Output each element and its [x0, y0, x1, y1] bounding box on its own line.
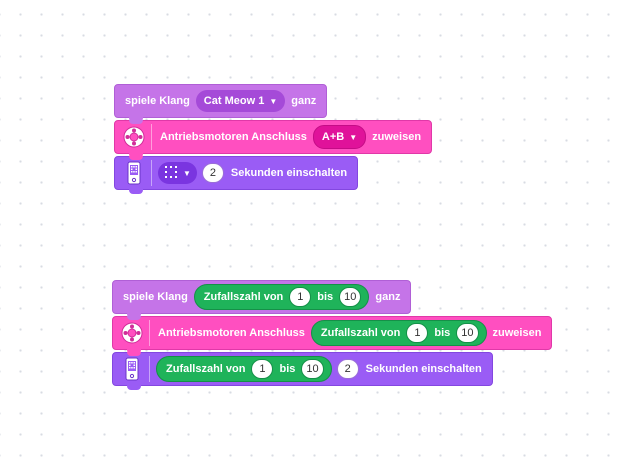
random-to-label: bis: [434, 327, 451, 339]
drive-motor-icon: [121, 124, 152, 150]
play-sound-block[interactable]: spiele Klang Zufallszahl von 1 bis 10 ga…: [112, 280, 412, 318]
random-to-label: bis: [279, 363, 296, 375]
play-sound-label: spiele Klang: [125, 95, 190, 107]
drive-motors-label: Antriebsmotoren Anschluss: [160, 131, 307, 143]
play-sound-label: spiele Klang: [123, 291, 188, 303]
play-sound-block[interactable]: spiele Klang Cat Meow 1 ▼ ganz: [114, 84, 328, 122]
block-stack-2[interactable]: spiele Klang Zufallszahl von 1 bis 10 ga…: [112, 280, 553, 390]
random-to-label: bis: [317, 291, 334, 303]
block-stack-1[interactable]: spiele Klang Cat Meow 1 ▼ ganz Antriebsm…: [114, 84, 433, 194]
random-label: Zufallszahl von: [203, 291, 284, 303]
seconds-input[interactable]: 2: [201, 163, 224, 183]
drive-motors-suffix: zuweisen: [492, 327, 542, 339]
random-label: Zufallszahl von: [320, 327, 401, 339]
set-drive-motors-block[interactable]: Antriebsmotoren Anschluss A+B ▼ zuweisen: [114, 120, 433, 158]
port-dropdown-value: A+B: [321, 131, 345, 143]
random-to-input[interactable]: 10: [301, 359, 324, 379]
light-matrix-suffix: Sekunden einschalten: [230, 167, 348, 179]
random-number-reporter[interactable]: Zufallszahl von 1 bis 10: [310, 320, 487, 346]
drive-motors-label: Antriebsmotoren Anschluss: [158, 327, 305, 339]
matrix-pattern-dropdown[interactable]: ▼: [158, 162, 197, 184]
set-drive-motors-block[interactable]: Antriebsmotoren Anschluss Zufallszahl vo…: [112, 316, 553, 354]
drive-motor-icon: [119, 320, 150, 346]
random-from-input[interactable]: 1: [289, 287, 312, 307]
random-number-reporter[interactable]: Zufallszahl von 1 bis 10: [156, 356, 332, 382]
sound-dropdown-value: Cat Meow 1: [203, 95, 265, 107]
hub-light-matrix-icon: [121, 160, 152, 186]
seconds-input[interactable]: 2: [336, 359, 359, 379]
random-from-input[interactable]: 1: [406, 323, 429, 343]
hub-light-matrix-icon: [119, 356, 150, 382]
random-to-input[interactable]: 10: [339, 287, 362, 307]
light-matrix-suffix: Sekunden einschalten: [365, 363, 482, 375]
light-matrix-pattern-icon: [164, 165, 178, 182]
sound-dropdown[interactable]: Cat Meow 1 ▼: [195, 90, 286, 112]
chevron-down-icon: ▼: [183, 168, 191, 178]
chevron-down-icon: ▼: [269, 96, 278, 106]
random-from-input[interactable]: 1: [251, 359, 274, 379]
random-to-input[interactable]: 10: [456, 323, 479, 343]
light-matrix-block[interactable]: ▼ 2 Sekunden einschalten: [114, 156, 359, 194]
port-dropdown[interactable]: A+B ▼: [312, 125, 367, 149]
random-label: Zufallszahl von: [166, 363, 246, 375]
light-matrix-block[interactable]: Zufallszahl von 1 bis 10 2 Sekunden eins…: [112, 352, 493, 390]
random-number-reporter[interactable]: Zufallszahl von 1 bis 10: [193, 284, 370, 310]
play-sound-suffix: ganz: [291, 95, 317, 107]
play-sound-suffix: ganz: [375, 291, 401, 303]
drive-motors-suffix: zuweisen: [372, 131, 422, 143]
chevron-down-icon: ▼: [349, 132, 358, 142]
